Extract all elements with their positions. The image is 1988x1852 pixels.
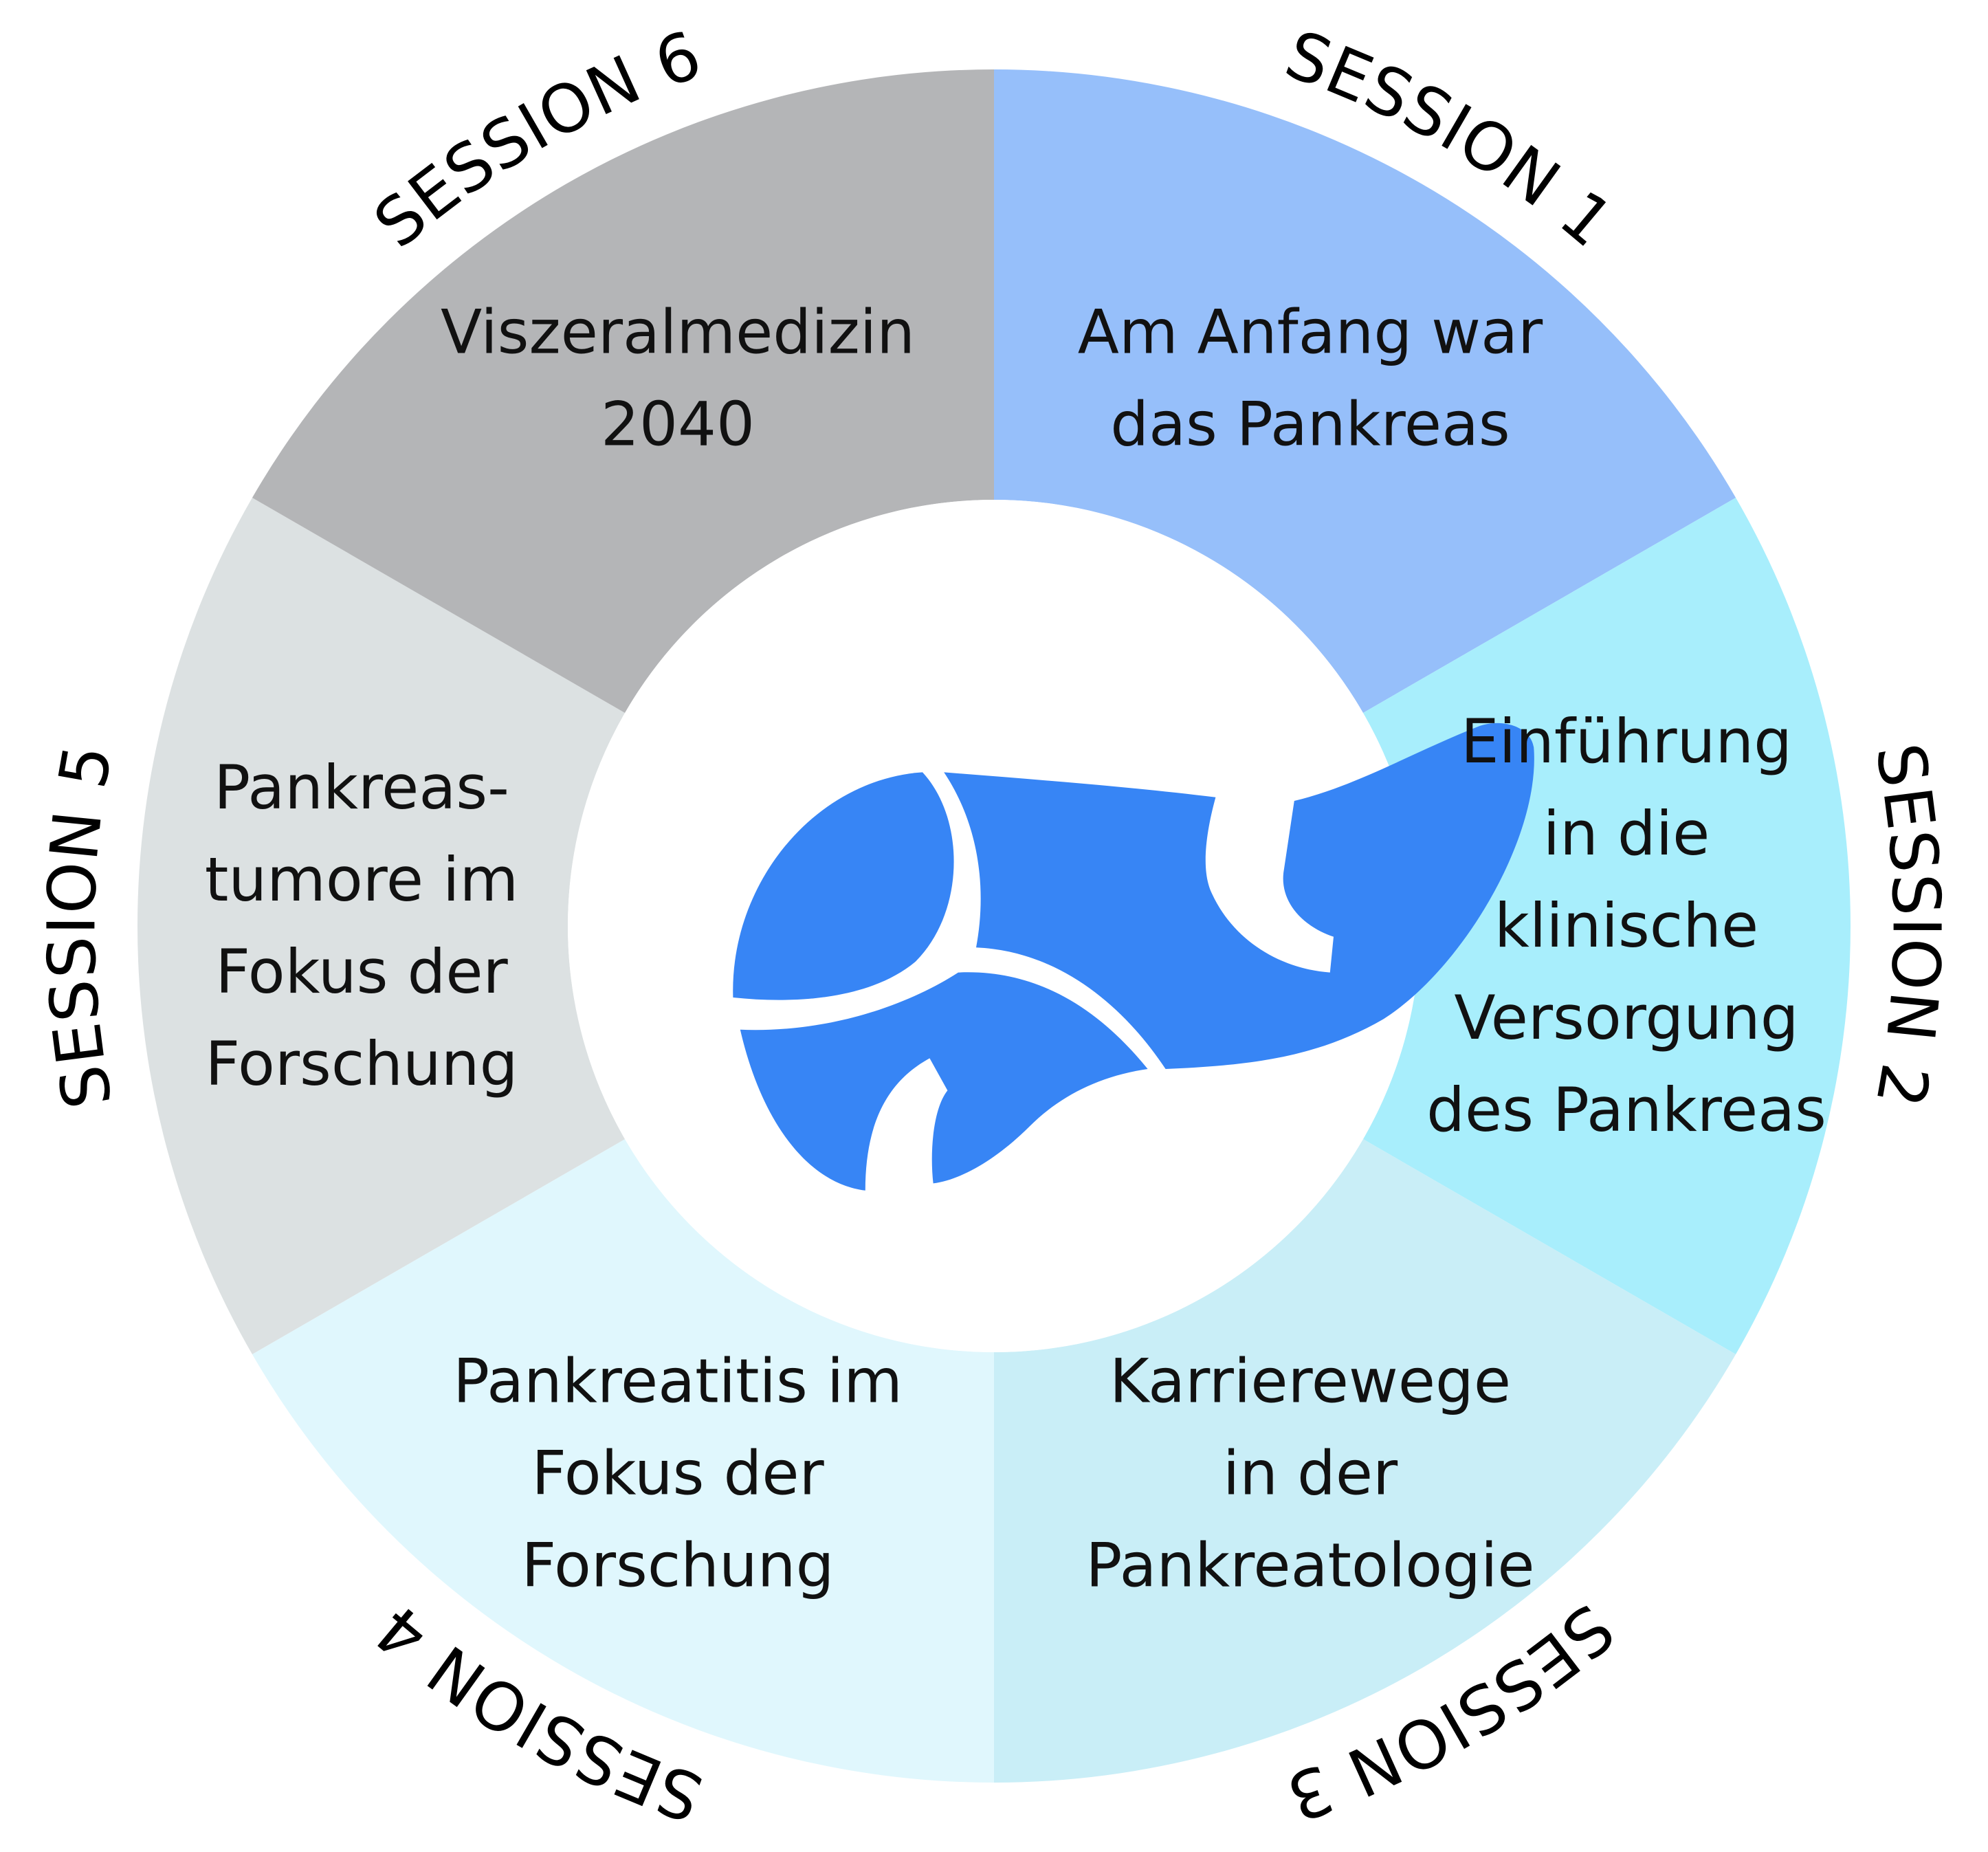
- segment-title-line: Versorgung: [1454, 982, 1798, 1053]
- segments-layer: [137, 69, 1851, 1783]
- segment-title-line: Am Anfang war: [1078, 296, 1543, 367]
- session-label-session-2: SESSION 2: [1861, 738, 1955, 1114]
- segment-title-line: Karrierewege: [1109, 1346, 1511, 1417]
- segment-session-4: [252, 1139, 994, 1783]
- segment-session-3: [994, 1139, 1736, 1783]
- segment-session-2: [1362, 498, 1851, 1354]
- pancreas-head-upper: [733, 772, 954, 1000]
- segment-title-line: Einführung: [1461, 706, 1792, 777]
- segment-title-line: Fokus der: [531, 1438, 824, 1509]
- segment-title-line: 2040: [601, 388, 755, 459]
- segment-title-line: Fokus der: [215, 936, 508, 1007]
- segment-title-line: Pankreatitis im: [453, 1346, 903, 1417]
- segment-session-1: [994, 69, 1736, 713]
- segment-title-line: des Pankreas: [1426, 1074, 1826, 1145]
- segment-title-line: Viszeralmedizin: [441, 296, 915, 367]
- segment-title-line: klinische: [1494, 890, 1758, 961]
- segment-title-line: Forschung: [522, 1530, 835, 1601]
- segment-title-line: das Pankreas: [1110, 388, 1510, 459]
- session-label-session-5: SESSION 5: [33, 738, 127, 1114]
- segment-title-line: Pankreas-: [214, 752, 509, 823]
- segment-title-session-1: Am Anfang war das Pankreas: [1078, 296, 1543, 459]
- segment-title-line: tumore im: [205, 844, 518, 915]
- pancreas-head-lower: [740, 972, 1148, 1191]
- segment-title-line: Forschung: [206, 1028, 518, 1099]
- segment-title-session-6: Viszeralmedizin 2040: [441, 296, 915, 459]
- pancreas-body: [944, 723, 1534, 1069]
- segment-title-line: in der: [1223, 1438, 1398, 1509]
- pancreas-icon: [733, 723, 1534, 1191]
- segment-title-line: in die: [1543, 798, 1710, 869]
- segment-session-5: [137, 498, 626, 1354]
- segment-session-6: [252, 69, 994, 713]
- segment-title-line: Pankreatologie: [1085, 1530, 1534, 1601]
